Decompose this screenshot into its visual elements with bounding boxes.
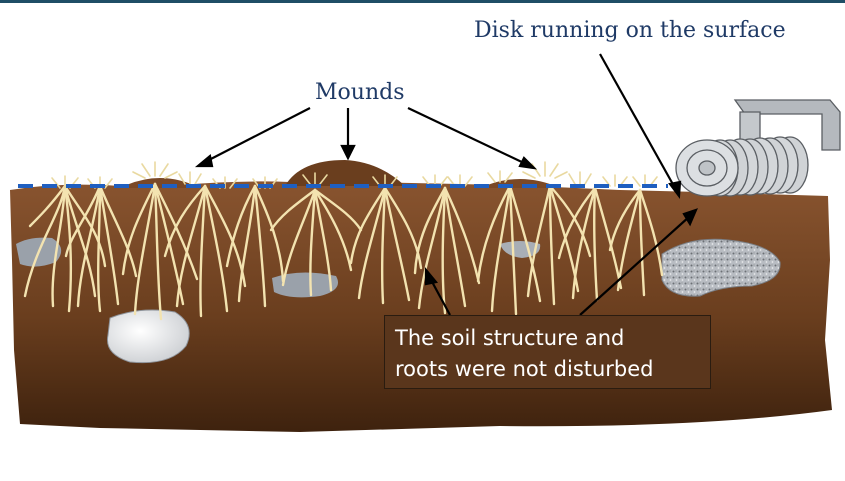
rock-white bbox=[106, 309, 190, 364]
callout-line-2: roots were not disturbed bbox=[395, 357, 654, 381]
mound-center bbox=[285, 160, 405, 186]
callout-line-1: The soil structure and bbox=[395, 326, 625, 350]
soil-profile bbox=[10, 176, 832, 432]
soil-roots-callout: The soil structure and roots were not di… bbox=[384, 315, 711, 389]
top-border-line bbox=[0, 0, 845, 3]
disk-implement bbox=[675, 99, 841, 197]
disk-label: Disk running on the surface bbox=[474, 18, 786, 43]
roots-group bbox=[23, 182, 664, 321]
annotation-arrows bbox=[194, 53, 698, 316]
rock-speckled bbox=[661, 238, 781, 297]
mounds-label: Mounds bbox=[315, 80, 405, 105]
rock-gray-middle bbox=[272, 272, 338, 298]
